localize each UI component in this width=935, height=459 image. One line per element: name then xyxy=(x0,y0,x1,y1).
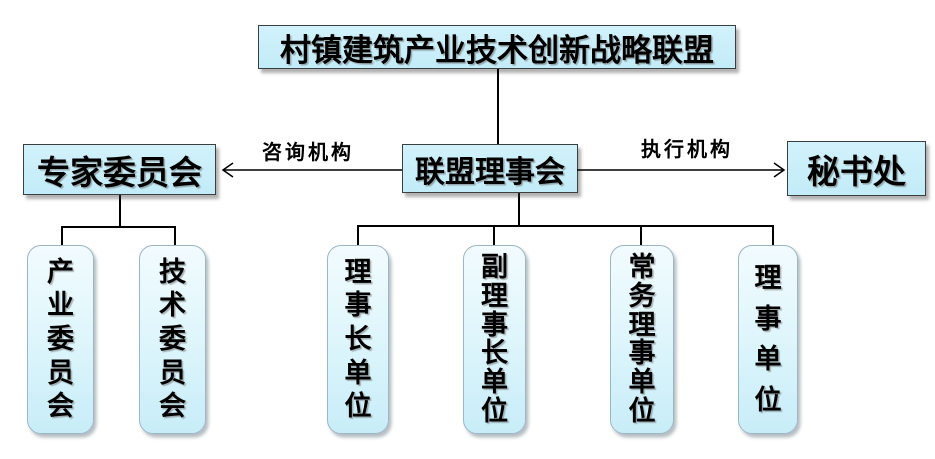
connector-council-stub-3 xyxy=(640,225,642,246)
node-expert-committee: 专家委员会 xyxy=(23,144,216,195)
connector-title-to-council xyxy=(497,69,499,145)
connector-council-stub-4 xyxy=(772,225,774,246)
node-chairman-unit: 理事长单位 xyxy=(327,245,389,434)
node-expert-committee-label: 专家委员会 xyxy=(37,153,202,191)
node-vice-chairman-unit: 副理事长单位 xyxy=(463,245,526,434)
node-executive-director-unit: 常务理事单位 xyxy=(610,245,674,434)
node-secretariat: 秘书处 xyxy=(787,141,926,196)
advisory-body-label: 咨询机构 xyxy=(262,142,354,164)
connector-expert-stub-1 xyxy=(61,226,63,246)
node-industry-committee: 产业委员会 xyxy=(27,245,94,434)
connector-expert-stub-2 xyxy=(174,226,176,246)
connector-council-stub-1 xyxy=(357,225,359,246)
node-alliance-title: 村镇建筑产业技术创新战略联盟 xyxy=(258,25,736,69)
connector-council-horizontal xyxy=(357,225,774,227)
arrow-right-icon xyxy=(577,162,786,178)
node-alliance-title-label: 村镇建筑产业技术创新战略联盟 xyxy=(280,32,714,68)
node-technology-committee: 技术委员会 xyxy=(139,245,206,434)
node-alliance-council-label: 联盟理事会 xyxy=(415,155,565,189)
node-alliance-council: 联盟理事会 xyxy=(402,144,578,193)
node-secretariat-label: 秘书处 xyxy=(807,152,906,190)
connector-expert-horizontal xyxy=(61,226,176,228)
connector-council-stub-2 xyxy=(493,225,495,246)
connector-expert-drop xyxy=(119,194,121,227)
connector-council-drop xyxy=(518,192,520,226)
node-director-unit: 理事单位 xyxy=(738,245,798,434)
arrow-left-icon xyxy=(221,162,402,178)
executive-body-label: 执行机构 xyxy=(641,139,733,161)
